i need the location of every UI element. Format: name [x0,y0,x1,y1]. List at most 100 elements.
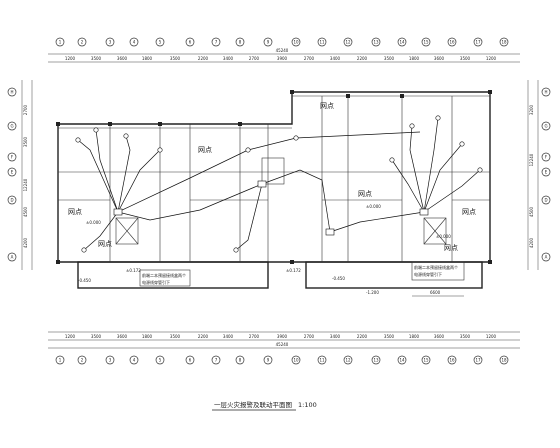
svg-text:E: E [545,170,548,175]
axis-bubble-E-right: E [541,167,551,177]
axis-bubble-E-left: E [7,167,17,177]
axis-bubble-bottom-1: 1 [55,355,65,365]
room-label-net-point-left-bottom: 网点 [98,240,112,248]
axis-bubble-D-left: D [7,195,17,205]
axis-bubble-bottom-2: 2 [77,355,87,365]
svg-text:3400: 3400 [223,56,234,61]
svg-text:1200: 1200 [486,56,497,61]
axis-bubble-bottom-16: 16 [447,355,457,365]
svg-text:16: 16 [449,40,455,45]
axis-bubble-bottom-11: 11 [317,355,327,365]
axis-bubble-bottom-13: 13 [371,355,381,365]
bottom-dimension-chain: 1200 3500 3600 1800 3500 2200 3400 2700 … [48,331,520,349]
svg-text:±0.172: ±0.172 [286,268,301,273]
room-label-net-point-right: 网点 [358,190,372,198]
axis-bubble-2: 2 [77,37,87,47]
room-label-net-point-right-bottom: 网点 [444,244,458,252]
svg-text:3600: 3600 [117,56,128,61]
svg-text:15: 15 [423,358,429,363]
axis-bubble-bottom-9: 9 [263,355,273,365]
axis-bubble-1: 1 [55,37,65,47]
svg-text:A: A [11,255,14,260]
svg-text:1800: 1800 [409,334,420,339]
svg-text:8: 8 [239,358,242,363]
svg-text:3600: 3600 [117,334,128,339]
entrance-notes: 前端二本预留接线盒两个 电源线穿管引下 前端二本预留接线盒两个 电源线穿管引下 … [78,261,465,297]
axis-bubble-G-right: G [541,121,551,131]
axis-bubble-5: 5 [155,37,165,47]
svg-text:3600: 3600 [434,56,445,61]
room-label-net-point-far-right: 网点 [462,208,476,216]
svg-text:1800: 1800 [142,334,153,339]
svg-text:4200: 4200 [23,237,28,248]
svg-text:13: 13 [373,40,379,45]
overall-dimension-bottom: 45240 [276,342,289,347]
axis-bubble-13: 13 [371,37,381,47]
top-dimension-chain: 45240 [48,48,520,63]
right-axis-bubbles: H G F E D A 3200 12240 4500 4200 [527,80,551,270]
axis-bubble-bottom-3: 3 [105,355,115,365]
axis-bubble-10: 10 [291,37,301,47]
axis-bubble-3: 3 [105,37,115,47]
axis-bubble-A-left: A [7,252,17,262]
svg-text:2700: 2700 [304,334,315,339]
building-walls [56,90,492,289]
svg-text:A: A [545,255,548,260]
axis-bubble-7: 7 [211,37,221,47]
axis-bubble-17: 17 [473,37,483,47]
svg-text:7: 7 [215,358,218,363]
svg-text:4500: 4500 [23,206,28,217]
axis-bubble-bottom-4: 4 [129,355,139,365]
elevation-right-2: ±0.000 [436,234,451,239]
svg-text:18: 18 [501,40,507,45]
axis-bubble-15: 15 [421,37,431,47]
top-dimension-values: 1200 3500 3600 1800 3500 2200 3400 2700 … [65,56,497,61]
svg-text:1: 1 [59,40,62,45]
room-label-net-point-top: 网点 [320,102,334,110]
drawing-title: 一层火灾报警及联动平面图 [214,400,292,409]
svg-text:-0.450: -0.450 [78,278,91,283]
overall-dimension-top: 45240 [276,48,289,53]
svg-text:D: D [544,198,547,203]
svg-text:2200: 2200 [198,334,209,339]
svg-text:5: 5 [159,40,162,45]
svg-text:2200: 2200 [357,334,368,339]
svg-text:3400: 3400 [330,334,341,339]
room-label-net-point-mid: 网点 [198,146,212,154]
svg-text:8: 8 [239,40,242,45]
svg-text:4500: 4500 [529,206,534,217]
svg-text:13: 13 [373,358,379,363]
axis-bubble-bottom-5: 5 [155,355,165,365]
svg-text:14: 14 [399,40,405,45]
svg-text:11: 11 [319,358,325,363]
axis-bubble-8: 8 [235,37,245,47]
svg-text:2700: 2700 [23,104,28,115]
svg-text:1: 1 [59,358,62,363]
svg-text:4200: 4200 [529,237,534,248]
top-axis-bubbles: 1 2 3 4 5 6 7 8 9 10 11 12 13 14 15 16 1… [55,37,509,47]
elevation-left: ±0.000 [86,220,101,225]
svg-text:2700: 2700 [249,56,260,61]
svg-text:2200: 2200 [198,56,209,61]
axis-bubble-18: 18 [499,37,509,47]
drawing-scale: 1:100 [298,401,317,409]
svg-text:6: 6 [189,358,192,363]
svg-text:3500: 3500 [460,334,471,339]
axis-bubble-6: 6 [185,37,195,47]
svg-text:3500: 3500 [170,334,181,339]
axis-bubble-bottom-10: 10 [291,355,301,365]
svg-text:3900: 3900 [277,334,288,339]
svg-text:3500: 3500 [23,136,28,147]
svg-text:1800: 1800 [409,56,420,61]
svg-text:2: 2 [81,40,84,45]
svg-text:17: 17 [475,358,481,363]
svg-text:6600: 6600 [430,290,441,295]
svg-text:11: 11 [319,40,325,45]
drawing-title-block: 一层火灾报警及联动平面图 1:100 [212,400,317,411]
axis-bubble-bottom-8: 8 [235,355,245,365]
svg-text:3500: 3500 [170,56,181,61]
svg-text:12: 12 [345,40,351,45]
svg-text:H: H [10,90,13,95]
svg-text:10: 10 [293,358,299,363]
